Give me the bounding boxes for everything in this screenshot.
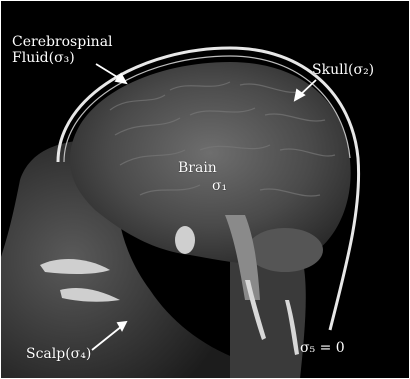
- label-scalp: Scalp(σ₄): [26, 346, 91, 362]
- label-skull: Skull(σ₂): [312, 62, 374, 78]
- label-csf-line1: Cerebrospinal: [12, 34, 113, 50]
- label-brain: Brain: [178, 160, 217, 176]
- label-csf-line2: Fluid(σ₃): [12, 50, 75, 66]
- label-brain-sigma: σ₁: [212, 178, 227, 194]
- label-boundary-sigma: σ₅ = 0: [300, 340, 345, 356]
- cerebellum: [247, 228, 323, 272]
